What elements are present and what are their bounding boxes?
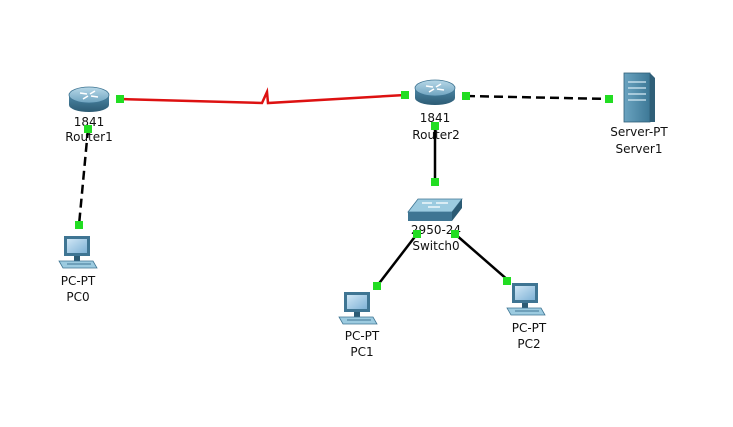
link-light [462, 92, 470, 100]
switch0-name-label: Switch0 [412, 239, 459, 253]
router1-name-label: Router1 [65, 130, 112, 144]
switch0[interactable]: 2950-24 Switch0 [407, 198, 463, 253]
link-light [451, 230, 459, 238]
switch-icon [407, 198, 463, 221]
server1[interactable]: Server-PT Server1 [610, 72, 668, 156]
pc1-name-label: PC1 [350, 345, 373, 359]
pc1[interactable]: PC-PT PC1 [338, 292, 380, 359]
link-light [401, 91, 409, 99]
link-router1-pc0[interactable] [77, 128, 90, 226]
server-icon [623, 72, 655, 123]
pc2-name-label: PC2 [517, 337, 540, 351]
link-light [84, 125, 92, 133]
pc2-model-label: PC-PT [512, 321, 547, 335]
server1-model-label: Server-PT [610, 125, 668, 139]
link-router1-router2[interactable] [119, 87, 406, 105]
router2[interactable]: 1841 Router2 [412, 79, 460, 142]
link-router2-server1[interactable] [465, 94, 611, 101]
link-light [413, 230, 421, 238]
link-light [503, 277, 511, 285]
pc0-model-label: PC-PT [61, 274, 96, 288]
link-light [431, 178, 439, 186]
link-light [75, 221, 83, 229]
router2-name-label: Router2 [412, 128, 459, 142]
pc2[interactable]: PC-PT PC2 [506, 283, 547, 351]
pc0[interactable]: PC-PT PC0 [58, 236, 98, 304]
link-switch0-pc2[interactable] [454, 233, 510, 282]
links [77, 87, 611, 287]
router2-model-label: 1841 [420, 111, 451, 125]
server1-name-label: Server1 [616, 142, 663, 156]
router1-model-label: 1841 [74, 115, 105, 129]
link-light [605, 95, 613, 103]
pc0-name-label: PC0 [66, 290, 89, 304]
router1[interactable]: 1841 Router1 [65, 86, 113, 144]
pc-icon [338, 292, 378, 325]
switch0-model-label: 2950-24 [411, 223, 461, 237]
link-light [373, 282, 381, 290]
pc-icon [506, 283, 546, 316]
link-switch0-pc1[interactable] [376, 233, 418, 287]
router-icon [68, 86, 110, 112]
pc1-model-label: PC-PT [345, 329, 380, 343]
link-light [431, 122, 439, 130]
pc-icon [58, 236, 98, 269]
link-light [116, 95, 124, 103]
router-icon [414, 79, 456, 105]
link-lights [75, 91, 613, 290]
